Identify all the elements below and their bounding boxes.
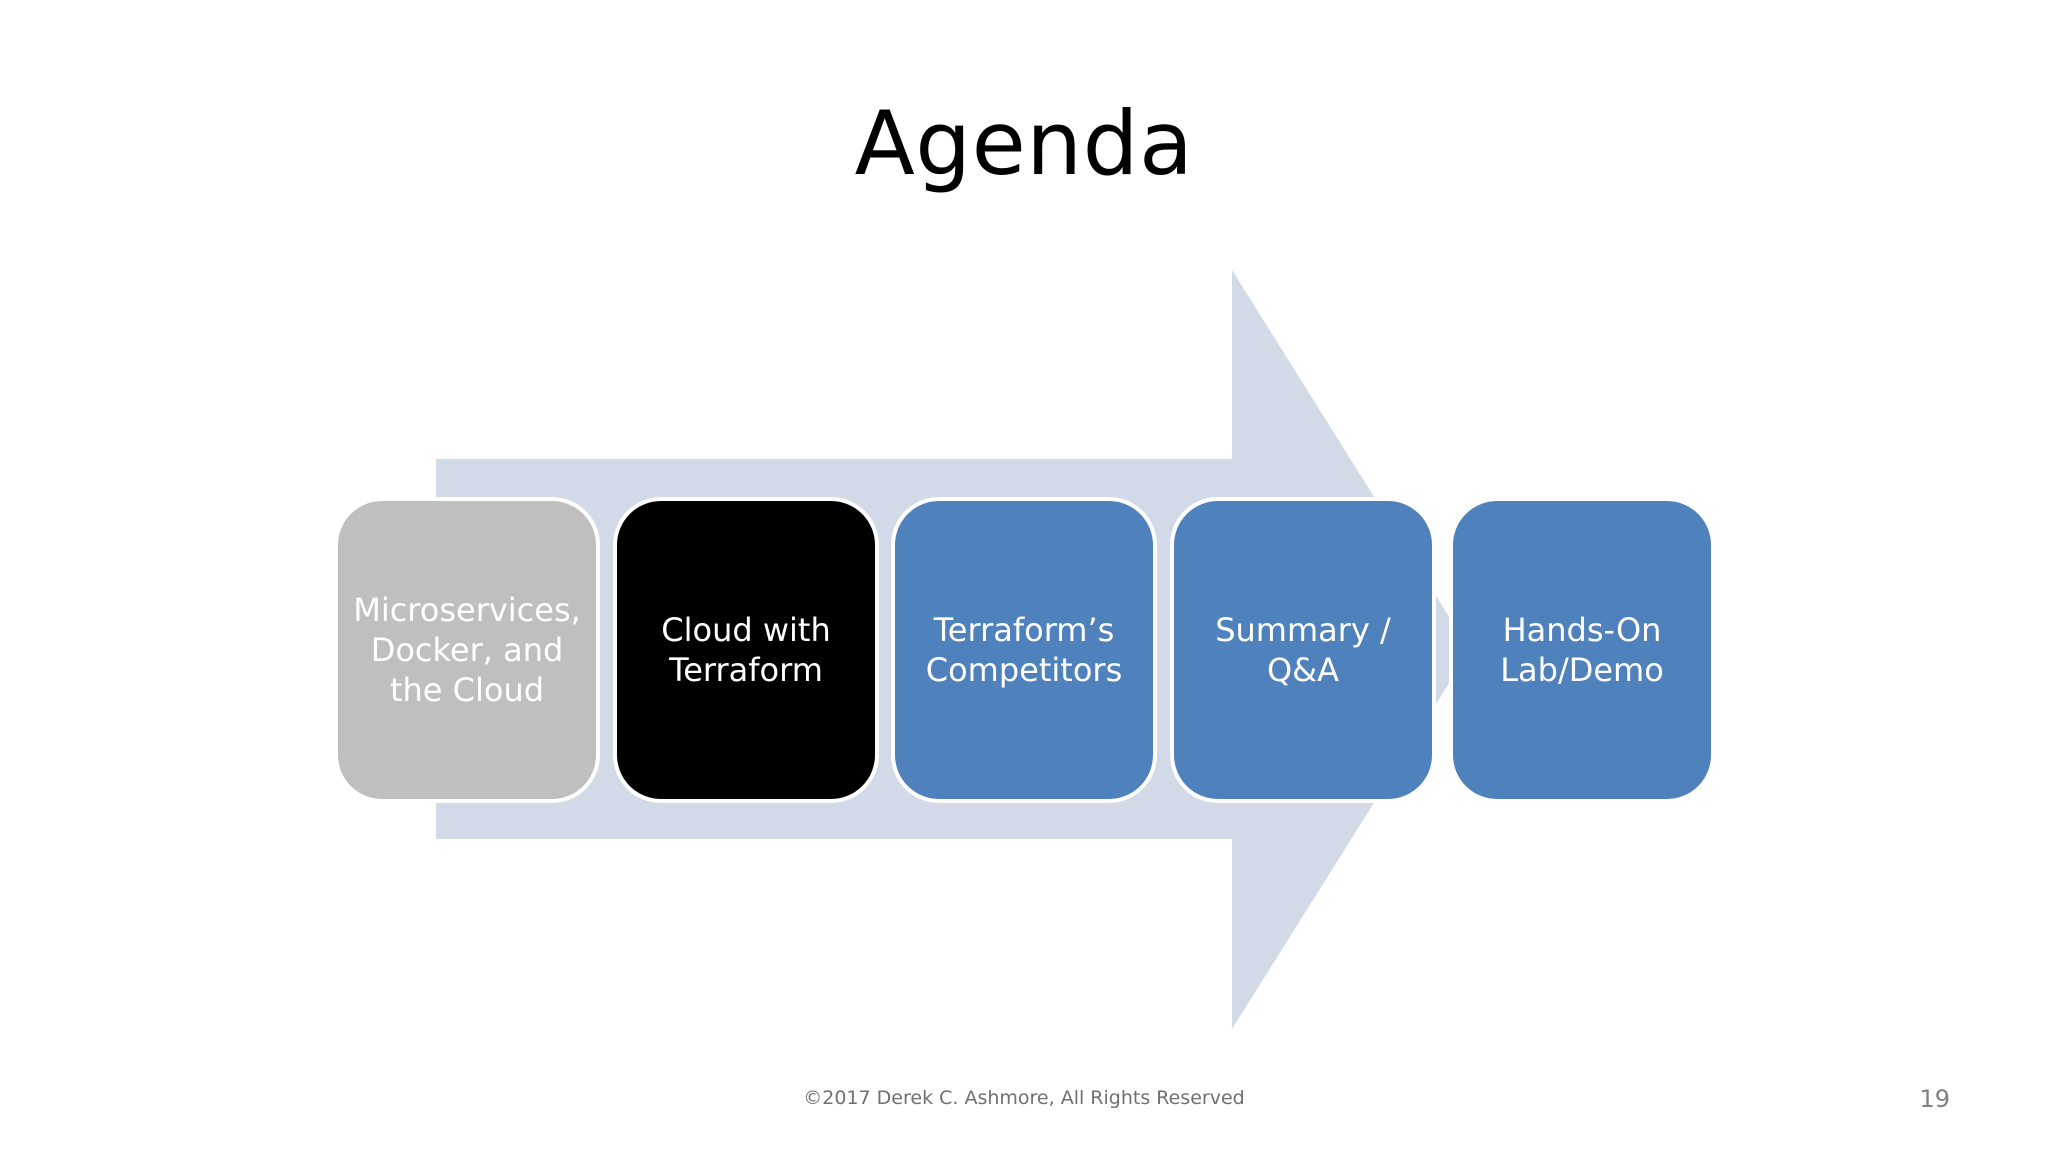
copyright-footer: ©2017 Derek C. Ashmore, All Rights Reser… — [803, 1087, 1245, 1109]
agenda-item-label: Terraform’s Competitors — [925, 611, 1123, 689]
agenda-item-label: Hands-On Lab/Demo — [1500, 611, 1664, 689]
agenda-item-label: Summary / Q&A — [1215, 611, 1391, 689]
agenda-item-cloud-terraform: Cloud with Terraform — [613, 497, 879, 803]
agenda-item-microservices: Microservices, Docker, and the Cloud — [334, 497, 600, 803]
page-number: 19 — [1919, 1085, 1950, 1113]
agenda-item-lab-demo: Hands-On Lab/Demo — [1449, 497, 1715, 803]
agenda-item-label: Microservices, Docker, and the Cloud — [353, 591, 581, 709]
agenda-item-competitors: Terraform’s Competitors — [891, 497, 1157, 803]
slide-title: Agenda — [854, 92, 1194, 195]
agenda-item-summary: Summary / Q&A — [1170, 497, 1436, 803]
agenda-item-label: Cloud with Terraform — [661, 611, 831, 689]
